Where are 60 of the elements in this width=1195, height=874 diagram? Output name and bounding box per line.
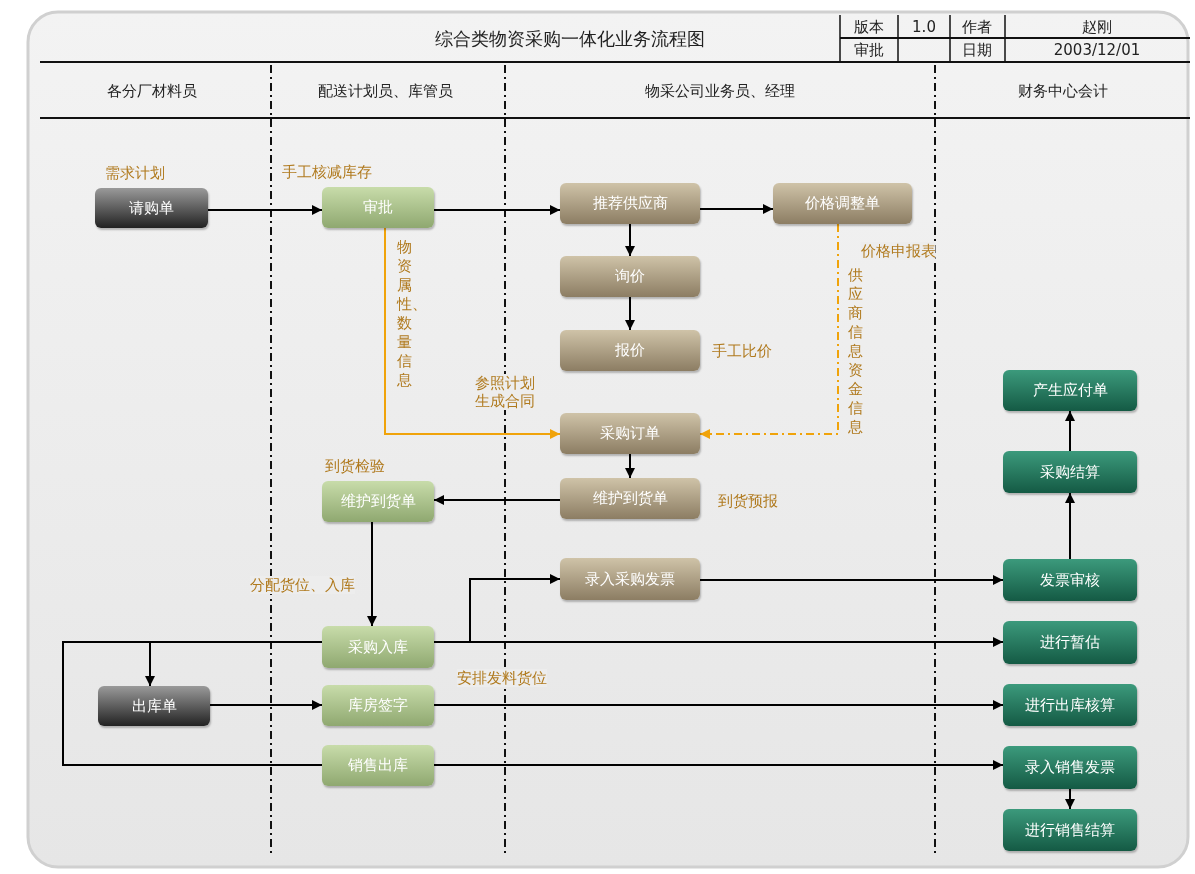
arrow — [699, 204, 774, 214]
arrow — [625, 453, 635, 479]
process-box: 销售出库 — [322, 745, 434, 786]
arrow — [207, 205, 323, 215]
process-box: 价格调整单 — [773, 183, 912, 224]
edge-label: 供应商信息资金信息 — [848, 266, 864, 437]
process-box: 采购结算 — [1003, 451, 1137, 493]
arrow — [433, 760, 1004, 770]
arrow — [433, 495, 561, 505]
table-text: 版本 — [854, 18, 884, 36]
lane-heading: 配送计划员、库管员 — [317, 82, 453, 100]
arrow — [367, 521, 377, 627]
lane-heading: 各分厂材料员 — [107, 82, 197, 100]
arrow — [433, 700, 1004, 710]
table-text: 赵刚 — [1082, 18, 1112, 36]
arrow — [433, 205, 561, 215]
process-box: 录入销售发票 — [1003, 746, 1137, 789]
arrow — [625, 296, 635, 331]
arrow — [1065, 788, 1075, 810]
diagram-title: 综合类物资采购一体化业务流程图 — [434, 30, 706, 48]
arrow — [625, 223, 635, 257]
connector-line — [62, 641, 323, 766]
step-caption: 手工比价 — [712, 342, 772, 360]
process-box: 进行暂估 — [1003, 621, 1137, 664]
process-box: 维护到货单 — [322, 481, 434, 522]
table-text: 1.0 — [912, 18, 936, 36]
process-box: 报价 — [560, 330, 700, 371]
table-text: 日期 — [962, 41, 992, 59]
step-caption: 需求计划 — [105, 164, 165, 182]
arrow — [1065, 410, 1075, 452]
arrow — [209, 700, 323, 710]
process-box: 采购入库 — [322, 626, 434, 668]
process-box: 维护到货单 — [560, 478, 700, 519]
process-box: 录入采购发票 — [560, 558, 700, 600]
arrow — [1065, 492, 1075, 560]
lane-heading: 财务中心会计 — [1018, 82, 1108, 100]
step-caption: 到货预报 — [718, 492, 778, 510]
arrow — [699, 223, 839, 439]
table-text: 审批 — [854, 41, 884, 59]
process-box: 进行销售结算 — [1003, 809, 1137, 851]
process-box: 采购订单 — [560, 413, 700, 454]
arrow — [384, 227, 561, 439]
table-text: 作者 — [962, 18, 992, 36]
step-caption: 到货检验 — [325, 457, 385, 475]
table-text: 2003/12/01 — [1053, 41, 1141, 59]
process-box: 发票审核 — [1003, 559, 1137, 601]
edge-label: 分配货位、入库 — [250, 576, 355, 594]
note-text: 价格申报表 — [860, 242, 936, 260]
lane-heading: 物采公司业务员、经理 — [645, 82, 795, 100]
step-caption: 手工核减库存 — [282, 163, 372, 181]
arrow — [699, 575, 1004, 585]
process-box: 请购单 — [95, 188, 208, 228]
process-box: 审批 — [322, 187, 434, 228]
process-box: 进行出库核算 — [1003, 684, 1137, 726]
process-box: 产生应付单 — [1003, 370, 1137, 411]
process-box: 库房签字 — [322, 685, 434, 726]
process-box: 出库单 — [98, 686, 210, 726]
process-box: 询价 — [560, 256, 700, 297]
edge-label: 安排发料货位 — [457, 669, 547, 687]
process-box: 推荐供应商 — [560, 183, 700, 224]
